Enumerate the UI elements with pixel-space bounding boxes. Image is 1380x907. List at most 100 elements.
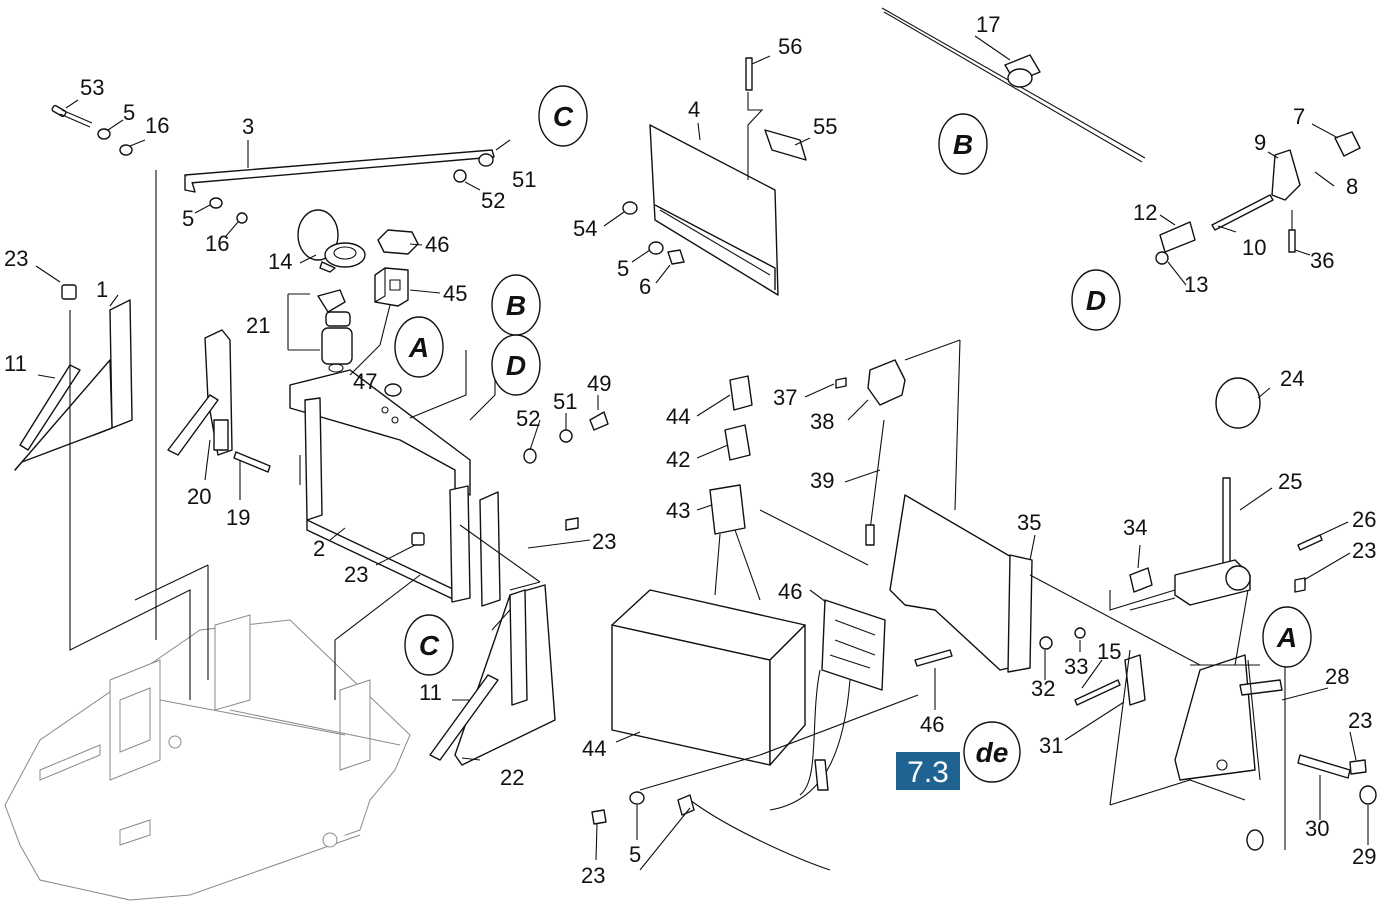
part-number: 1 bbox=[96, 277, 108, 302]
part-number: 45 bbox=[443, 281, 467, 306]
part-number: 44 bbox=[582, 736, 606, 761]
part-number: 29 bbox=[1352, 844, 1376, 869]
part-number: 11 bbox=[419, 680, 442, 705]
part-number: 16 bbox=[145, 113, 169, 138]
part-number: 11 bbox=[4, 351, 27, 376]
part-number: 5 bbox=[617, 256, 629, 281]
part-number: 52 bbox=[516, 406, 540, 431]
svg-text:D: D bbox=[506, 350, 526, 381]
part-number: 25 bbox=[1278, 469, 1302, 494]
panel-2 bbox=[289, 369, 471, 603]
lever-9 bbox=[1271, 149, 1301, 201]
svg-text:D: D bbox=[1086, 285, 1106, 316]
washer-54 bbox=[622, 201, 638, 215]
screw-23-mid2 bbox=[565, 517, 579, 531]
pin-19 bbox=[233, 451, 271, 473]
part-number: 56 bbox=[778, 34, 802, 59]
part-number: 52 bbox=[481, 188, 505, 213]
nut-52b bbox=[523, 448, 537, 464]
part-number: 38 bbox=[810, 409, 834, 434]
plate-35 bbox=[889, 494, 1033, 673]
part-number: 23 bbox=[344, 562, 368, 587]
bolt-50 bbox=[589, 411, 609, 431]
callout-A-mid: A bbox=[394, 316, 444, 378]
wire-c bbox=[689, 799, 831, 871]
board-43 bbox=[821, 599, 886, 691]
cable-17 bbox=[881, 7, 1146, 163]
part-number: 34 bbox=[1123, 515, 1147, 540]
shaft-25 bbox=[1222, 477, 1231, 571]
part-number: 20 bbox=[187, 484, 211, 509]
cap-14 bbox=[297, 209, 366, 273]
part-number: 35 bbox=[1017, 510, 1041, 535]
part-number: 30 bbox=[1305, 816, 1329, 841]
leader-lines bbox=[35, 35, 1369, 871]
clip-ring bbox=[1246, 829, 1264, 851]
washer-51b bbox=[559, 429, 573, 443]
washer-5 bbox=[97, 128, 111, 140]
callout-D-mid: D bbox=[491, 334, 541, 396]
part-number: 23 bbox=[4, 246, 28, 271]
screw-23-left bbox=[61, 284, 77, 300]
part-number: 31 bbox=[1039, 733, 1063, 758]
washer-5c bbox=[648, 241, 664, 255]
callout-B-top: B bbox=[938, 113, 988, 175]
svg-text:C: C bbox=[419, 630, 440, 661]
svg-text:B: B bbox=[506, 290, 526, 321]
part-number: 23 bbox=[1352, 538, 1376, 563]
part-number: 37 bbox=[773, 385, 797, 410]
part-number: 9 bbox=[1254, 130, 1266, 155]
part-number: 47 bbox=[353, 369, 377, 394]
part-number: 5 bbox=[629, 842, 641, 867]
pin-10 bbox=[1211, 194, 1274, 231]
part-number: 46 bbox=[425, 232, 449, 257]
part-number: 23 bbox=[1348, 708, 1372, 733]
base-chassis bbox=[4, 614, 411, 901]
screw-23-top bbox=[1294, 577, 1306, 593]
screw-37 bbox=[835, 377, 847, 389]
part-number: 49 bbox=[587, 371, 611, 396]
part-number: 54 bbox=[573, 216, 597, 241]
svg-text:7.3: 7.3 bbox=[907, 756, 949, 789]
washer-33 bbox=[1074, 627, 1086, 639]
pin-26 bbox=[1297, 534, 1323, 551]
part-number: 5 bbox=[123, 100, 135, 125]
part-number: 16 bbox=[205, 231, 229, 256]
bracket-22 bbox=[454, 584, 556, 766]
part-number: 14 bbox=[268, 249, 292, 274]
part-number: 23 bbox=[581, 863, 605, 888]
rod-3 bbox=[184, 149, 495, 193]
reference-badge: 7.3 bbox=[896, 752, 960, 790]
strip-11b bbox=[429, 674, 499, 761]
part-number: 46 bbox=[778, 579, 802, 604]
pin-30 bbox=[1297, 754, 1351, 779]
part-number-labels: 53 5 16 3 5 16 23 1 11 14 21 46 45 47 20… bbox=[4, 12, 1376, 888]
callout-C-mid: C bbox=[404, 614, 454, 676]
screw-23-mid bbox=[411, 532, 425, 546]
svg-text:B: B bbox=[953, 129, 973, 160]
cover-47 bbox=[377, 229, 419, 255]
clip-55 bbox=[764, 129, 807, 161]
knob-24 bbox=[1215, 377, 1261, 429]
callout-C-top: C bbox=[538, 85, 588, 147]
part-number: 24 bbox=[1280, 366, 1304, 391]
bolt-53 bbox=[51, 104, 93, 128]
plate-4 bbox=[649, 124, 779, 296]
nut-16 bbox=[119, 144, 133, 156]
callout-de: de bbox=[963, 721, 1021, 783]
ignition-21 bbox=[317, 289, 353, 373]
washer-5b bbox=[209, 197, 223, 209]
part-number: 15 bbox=[1097, 639, 1121, 664]
nut-7 bbox=[1334, 131, 1361, 157]
spring-31 bbox=[1124, 654, 1146, 706]
callout-A-right: A bbox=[1262, 606, 1312, 668]
rod-15 bbox=[1074, 679, 1121, 706]
part-number: 7 bbox=[1293, 104, 1305, 129]
wire-a bbox=[799, 669, 821, 796]
part-number: 17 bbox=[976, 12, 1000, 37]
nut-32 bbox=[1039, 636, 1053, 650]
washer-5d bbox=[629, 791, 645, 805]
part-number: 53 bbox=[80, 75, 104, 100]
part-number: 19 bbox=[226, 505, 250, 530]
